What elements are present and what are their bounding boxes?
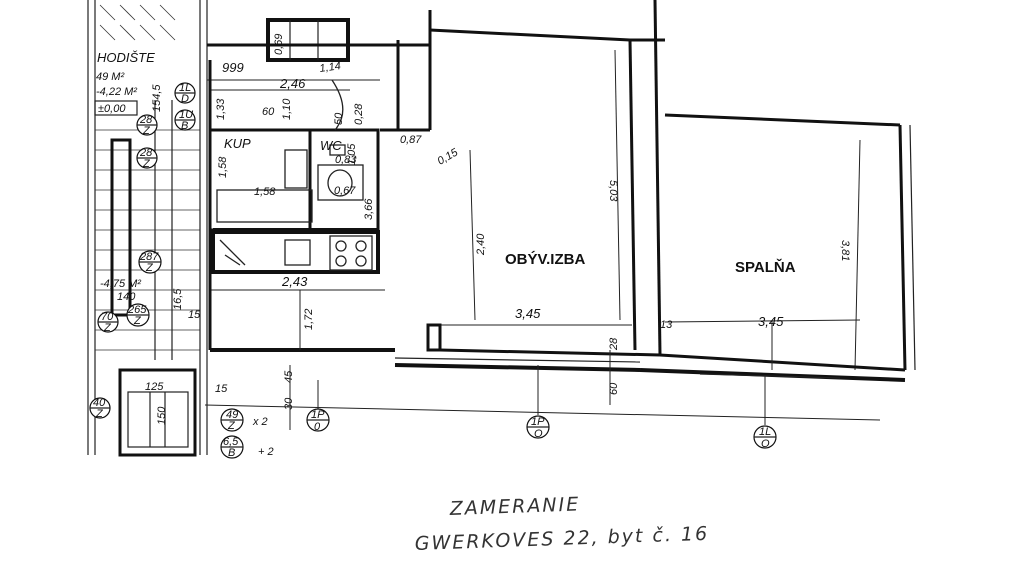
- svg-text:Z: Z: [227, 420, 236, 432]
- dim-154-5: 154,5: [151, 84, 163, 112]
- dim-2-46: 2,46: [279, 76, 306, 91]
- dim-plus2: + 2: [258, 446, 274, 458]
- dim-45: 45: [283, 370, 295, 383]
- dim-2-43: 2,43: [281, 274, 308, 289]
- dim-13: 13: [660, 319, 673, 331]
- dim-x2: x 2: [252, 416, 268, 428]
- svg-text:28: 28: [139, 147, 153, 159]
- dim-15b: 15: [215, 383, 228, 395]
- lower-area-1: -4,75 M²: [100, 278, 141, 290]
- staircase-label: HODIŠTE: [97, 50, 155, 65]
- bedroom: [639, 113, 916, 382]
- axis-marker-265: 265 Z: [126, 303, 150, 327]
- dim-3-45-living: 3,45: [515, 306, 541, 321]
- dim-28: 28: [608, 337, 620, 351]
- svg-text:40: 40: [93, 397, 106, 409]
- axis-marker-1p-left: 1P 0: [306, 380, 330, 433]
- dim-1-10: 1,10: [281, 98, 293, 120]
- svg-text:1P: 1P: [311, 409, 325, 421]
- dim-3-45-bedroom: 3,45: [758, 314, 784, 329]
- dim-15: 15: [188, 309, 201, 321]
- living-room: [394, 0, 665, 405]
- caption-line-1: ZAMERANIE: [448, 493, 580, 520]
- dim-16-5: 16,5: [172, 288, 184, 310]
- staircase-area-1: 49 M²: [96, 71, 124, 83]
- svg-text:70: 70: [101, 311, 114, 323]
- dim-0-67: 0,67: [334, 185, 356, 197]
- dim-0-15: 0,15: [436, 146, 461, 168]
- svg-text:1U: 1U: [179, 109, 193, 121]
- dim-125: 125: [145, 381, 164, 393]
- axis-marker-1l-top: 1L D: [174, 82, 196, 105]
- dim-5-03: 5,03: [607, 180, 619, 202]
- svg-text:B: B: [181, 120, 188, 132]
- svg-text:Z: Z: [142, 158, 151, 170]
- svg-text:O: O: [761, 438, 770, 450]
- svg-text:O: O: [534, 428, 543, 440]
- axis-marker-49: 49 Z: [220, 408, 244, 432]
- svg-text:Z: Z: [145, 262, 154, 274]
- dim-60-lower: 60: [608, 382, 620, 395]
- svg-text:0: 0: [314, 421, 321, 433]
- dim-1-05: 1,05: [346, 143, 358, 165]
- svg-text:265: 265: [127, 304, 147, 316]
- dim-0-69: 0,69: [273, 34, 285, 55]
- axis-marker-70: 70 Z: [97, 311, 119, 334]
- dim-2-40: 2,40: [475, 233, 487, 256]
- svg-text:D: D: [181, 93, 189, 105]
- pantry-label: KUP: [224, 136, 251, 151]
- svg-text:1L: 1L: [179, 82, 191, 94]
- wc-label: WC: [320, 138, 342, 153]
- axis-marker-1p-center: 1P O: [526, 365, 550, 440]
- dim-0-83: 0,83: [335, 154, 357, 166]
- dim-1-58: 1,58: [217, 156, 229, 178]
- svg-text:Z: Z: [95, 408, 104, 420]
- dim-0-87: 0,87: [400, 134, 422, 146]
- svg-text:Z: Z: [133, 315, 142, 327]
- svg-text:49: 49: [226, 409, 238, 421]
- axis-marker-1u: 1U B: [174, 109, 196, 132]
- staircase-block: [87, 0, 208, 457]
- dim-1-33: 1,33: [215, 98, 227, 120]
- axis-marker-40: 40 Z: [89, 397, 111, 420]
- svg-text:287: 287: [139, 251, 159, 263]
- dim-150: 150: [156, 406, 168, 425]
- dim-3-81: 3,81: [839, 240, 851, 261]
- dim-30: 30: [283, 397, 295, 410]
- axis-marker-28: 28 Z: [136, 114, 158, 137]
- svg-text:Z: Z: [103, 322, 112, 334]
- dim-1-14: 1,14: [319, 60, 342, 75]
- bedroom-label: SPALŇA: [735, 258, 796, 276]
- axis-marker-1l-bottom: 1L O: [753, 375, 777, 450]
- svg-text:1P: 1P: [531, 416, 545, 428]
- dim-999: 999: [222, 60, 244, 75]
- axis-marker-6-5: 6,5 B: [220, 435, 244, 459]
- svg-text:Z: Z: [142, 125, 151, 137]
- svg-text:28: 28: [139, 114, 153, 126]
- living-room-label: OBÝV.IZBA: [505, 250, 585, 268]
- svg-text:6,5: 6,5: [223, 436, 239, 448]
- caption-line-2: GWERKOVES 22, byt č. 16: [414, 523, 709, 555]
- dim-1-72: 1,72: [303, 309, 315, 330]
- axis-marker-287: 287 Z: [138, 250, 162, 274]
- svg-text:1L: 1L: [759, 426, 771, 438]
- dim-1-58b: 1,58: [254, 186, 276, 198]
- dim-60: 60: [262, 106, 275, 118]
- entry-kitchen-block: [207, 18, 430, 352]
- lower-area-2: 140: [117, 291, 136, 303]
- dim-3-66: 3,66: [363, 198, 375, 220]
- staircase-area-2: -4,22 M²: [96, 86, 137, 98]
- staircase-level: ±0,00: [98, 103, 126, 115]
- svg-text:B: B: [228, 447, 235, 459]
- dim-50: 50: [333, 112, 345, 125]
- axis-marker-28b: 28 Z: [136, 147, 158, 170]
- dim-0-28: 0,28: [353, 103, 365, 125]
